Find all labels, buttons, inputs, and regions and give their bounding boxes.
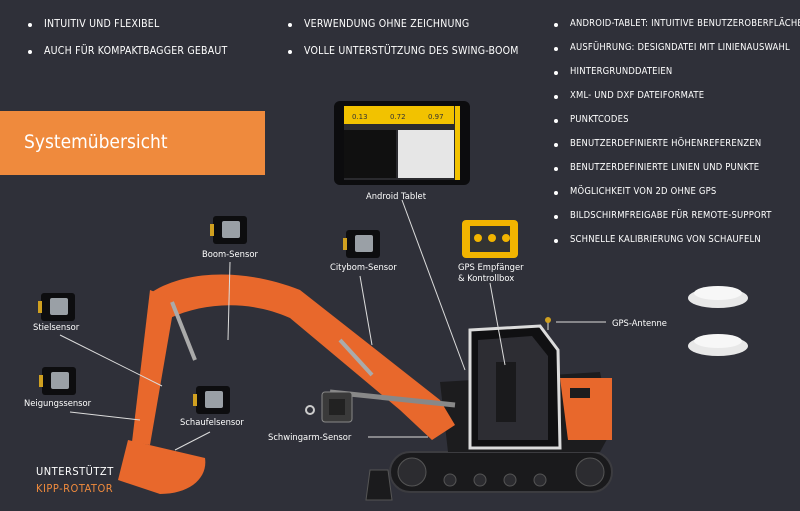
tablet-readout: 0.72 xyxy=(390,113,406,121)
feature-item: Ausführung: Designdatei mit Linienauswah… xyxy=(552,42,800,53)
banner-title: Systemübersicht xyxy=(24,131,168,153)
feature-item: Android-Tablet: intuitive Benutzeroberfl… xyxy=(552,18,800,29)
feature-list-1: Intuitiv und flexibel Auch für Kompaktba… xyxy=(26,18,227,72)
feature-item: Volle Unterstützung des Swing-Boom xyxy=(286,45,519,57)
section-banner: Systemübersicht xyxy=(0,111,265,175)
label-gps-antenna: GPS-Antenne xyxy=(612,318,667,328)
feature-item: Benutzerdefinierte Linien und Punkte xyxy=(552,162,800,173)
stiel-sensor-icon xyxy=(38,293,75,321)
schaufel-sensor-icon xyxy=(193,386,230,414)
tablet-readout: 0.13 xyxy=(352,113,368,121)
boom-sensor-icon xyxy=(210,216,247,244)
citybom-sensor-icon xyxy=(343,230,380,258)
tablet-readout: 0.97 xyxy=(428,113,444,121)
feature-item: Möglichkeit von 2D ohne GPS xyxy=(552,186,800,197)
neigung-sensor-icon xyxy=(39,367,76,395)
feature-item: Intuitiv und flexibel xyxy=(26,18,227,30)
feature-list-2: Verwendung ohne Zeichnung Volle Unterstü… xyxy=(286,18,519,72)
label-citybom-sensor: Citybom-Sensor xyxy=(330,262,397,272)
label-stiel-sensor: Stielsensor xyxy=(33,322,80,332)
feature-item: Verwendung ohne Zeichnung xyxy=(286,18,519,30)
label-schwingarm-sensor: Schwingarm-Sensor xyxy=(268,432,352,442)
feature-item: Schnelle Kalibrierung von Schaufeln xyxy=(552,234,800,245)
feature-item: XML- und DXF Dateiformate xyxy=(552,90,800,101)
feature-item: Punktcodes xyxy=(552,114,800,125)
label-tablet: Android Tablet xyxy=(366,191,426,201)
feature-item: Auch für Kompaktbagger gebaut xyxy=(26,45,227,57)
label-neigung-sensor: Neigungssensor xyxy=(24,398,92,408)
feature-item: Hintergrunddateien xyxy=(552,66,800,77)
label-boom-sensor: Boom-Sensor xyxy=(202,249,258,259)
feature-list-3: Android-Tablet: intuitive Benutzeroberfl… xyxy=(552,18,800,258)
rotator-line-1: Unterstützt xyxy=(36,465,114,478)
label-schaufel-sensor: Schaufelsensor xyxy=(180,417,244,427)
feature-item: Bildschirmfreigabe für Remote-Support xyxy=(552,210,800,221)
label-gps-box: GPS Empfänger & Kontrollbox xyxy=(458,262,524,283)
feature-item: Benutzerdefinierte Höhenreferenzen xyxy=(552,138,800,149)
rotator-line-2: Kipp-Rotator xyxy=(36,482,114,495)
